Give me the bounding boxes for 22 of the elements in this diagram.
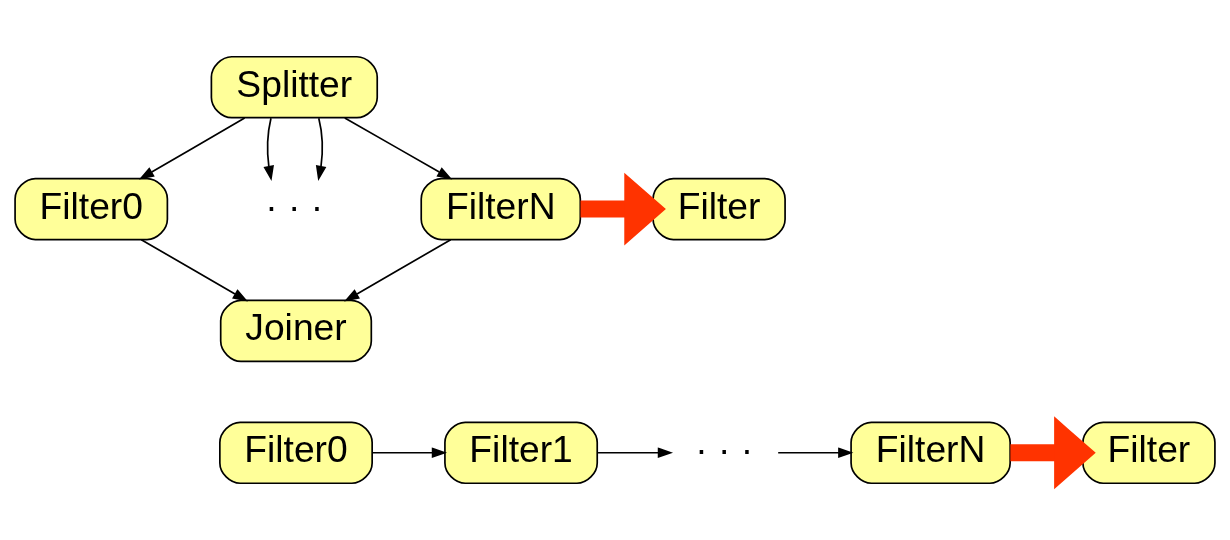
arrow — [140, 238, 248, 302]
node-box: Filter0 — [219, 421, 373, 485]
node-box: Joiner — [219, 299, 373, 363]
node-box: FilterN — [850, 421, 1011, 485]
node-box: Filter — [652, 177, 786, 241]
node-box: Splitter — [210, 55, 379, 119]
arrow — [580, 172, 666, 246]
arrow — [343, 117, 453, 180]
node-box: Filter1 — [444, 421, 599, 485]
node-box: FilterN — [420, 177, 582, 241]
node-text: · · · — [265, 184, 324, 227]
arrow — [263, 117, 274, 181]
arrow — [371, 447, 448, 459]
arrow — [1010, 416, 1096, 490]
node-box: Filter — [1082, 421, 1216, 485]
arrow — [597, 447, 673, 459]
arrow — [344, 238, 452, 302]
node-box: Filter0 — [14, 177, 169, 241]
node-text: · · · — [695, 428, 754, 471]
arrow — [138, 117, 246, 180]
arrow — [777, 447, 854, 459]
arrow — [315, 117, 327, 181]
